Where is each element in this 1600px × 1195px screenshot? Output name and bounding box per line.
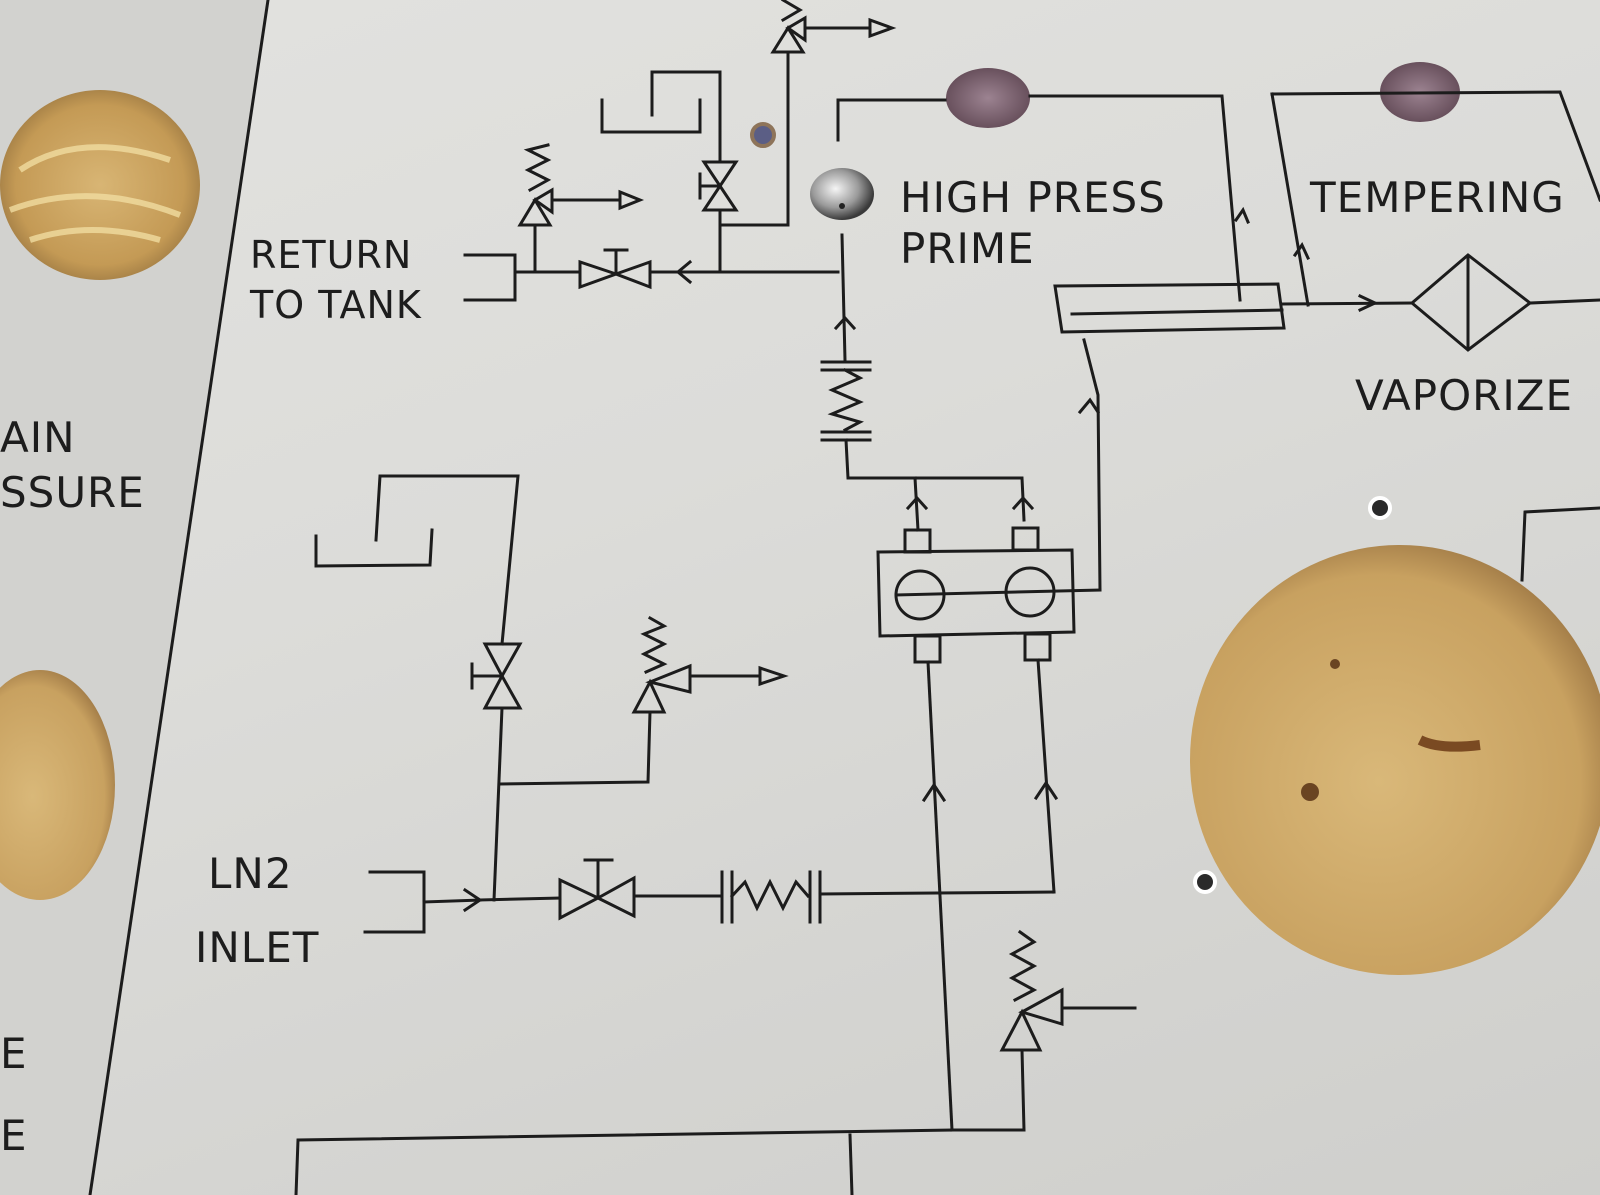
left-panel-strip xyxy=(0,0,268,1195)
vaporizer-circuit xyxy=(1053,90,1600,582)
return-to-tank-circuit xyxy=(463,0,897,302)
small-blue-dot xyxy=(750,122,776,148)
high-press-prime-circuit xyxy=(820,94,1250,532)
ln2-inlet-circuit xyxy=(314,474,1056,934)
hole-large-right xyxy=(1190,545,1600,975)
label-tempering: TEMPERING xyxy=(1309,173,1565,222)
panel-divider-line xyxy=(88,0,270,1195)
fitting-hole xyxy=(810,168,874,220)
screw-hole-1 xyxy=(1368,496,1392,520)
hole-top-left xyxy=(0,90,200,280)
pump-block xyxy=(876,338,1102,1132)
hole-purple-1 xyxy=(946,68,1030,128)
hole-mid-left xyxy=(0,670,115,900)
label-edge-e1: E xyxy=(0,1029,28,1078)
label-ln2: LN2 xyxy=(208,849,293,898)
screw-hole-2 xyxy=(1193,870,1217,894)
label-main-pressure-1: AIN xyxy=(0,413,76,462)
label-high-press: HIGH PRESS xyxy=(900,173,1166,222)
label-edge-e2: E xyxy=(0,1111,28,1160)
label-vaporizer: VAPORIZE xyxy=(1355,371,1573,420)
label-to-tank: TO TANK xyxy=(249,283,422,327)
label-inlet: INLET xyxy=(195,923,319,972)
label-prime: PRIME xyxy=(900,224,1035,273)
label-main-pressure-2: SSURE xyxy=(0,468,145,517)
bottom-relief-circuit xyxy=(294,929,1137,1195)
label-return: RETURN xyxy=(250,233,412,277)
